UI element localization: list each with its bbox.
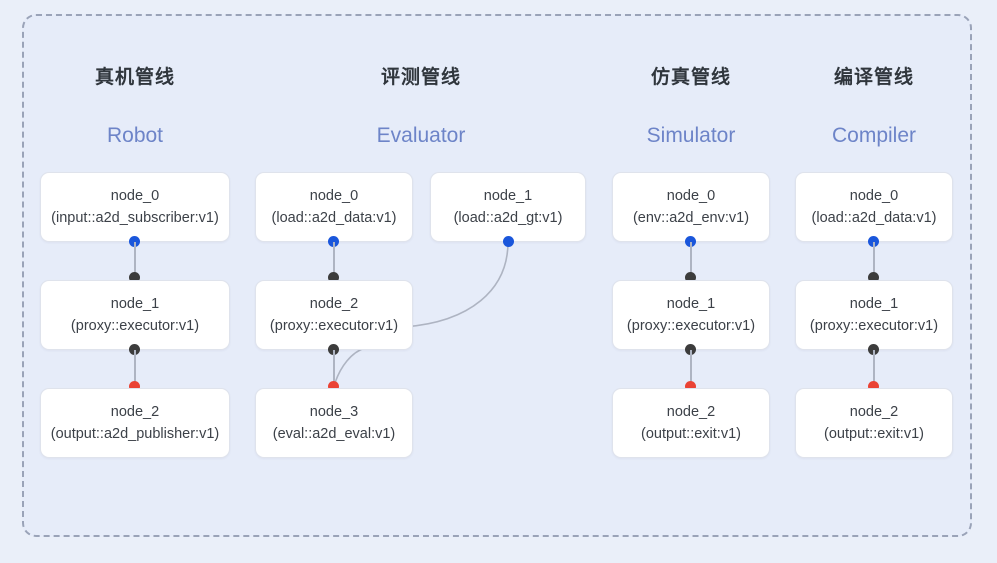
- node-name: node_2: [849, 403, 899, 420]
- edge-simulator-0-1: [689, 242, 692, 278]
- port-out-evaluator-1[interactable]: [503, 236, 514, 247]
- node-name: node_1: [483, 187, 533, 204]
- edge-compiler-0-1: [872, 242, 875, 278]
- port-in-simulator-1[interactable]: [685, 272, 696, 283]
- node-name: node_1: [110, 295, 160, 312]
- node-robot-2[interactable]: node_2 (output::a2d_publisher:v1): [40, 388, 230, 458]
- port-in-robot-2[interactable]: [129, 381, 140, 392]
- node-type: (env::a2d_env:v1): [632, 210, 750, 226]
- node-name: node_1: [666, 295, 716, 312]
- edge-evaluator-0-2: [332, 242, 335, 278]
- port-in-robot-1[interactable]: [129, 272, 140, 283]
- node-type: (proxy::executor:v1): [70, 318, 200, 334]
- node-type: (proxy::executor:v1): [626, 318, 756, 334]
- edge-compiler-1-2: [872, 350, 875, 386]
- port-in-simulator-2[interactable]: [685, 381, 696, 392]
- column-subtitle-evaluator: Evaluator: [376, 124, 466, 147]
- edge-simulator-1-2: [689, 350, 692, 386]
- node-type: (proxy::executor:v1): [269, 318, 399, 334]
- node-type: (output::exit:v1): [824, 426, 924, 442]
- node-name: node_3: [309, 403, 359, 420]
- node-evaluator-2[interactable]: node_2 (proxy::executor:v1): [255, 280, 413, 350]
- node-evaluator-3[interactable]: node_3 (eval::a2d_eval:v1): [255, 388, 413, 458]
- port-out-compiler-0[interactable]: [868, 236, 879, 247]
- node-evaluator-1[interactable]: node_1 (load::a2d_gt:v1): [430, 172, 586, 242]
- node-simulator-1[interactable]: node_1 (proxy::executor:v1): [612, 280, 770, 350]
- node-robot-0[interactable]: node_0 (input::a2d_subscriber:v1): [40, 172, 230, 242]
- edge-robot-0-1: [133, 242, 136, 278]
- node-robot-1[interactable]: node_1 (proxy::executor:v1): [40, 280, 230, 350]
- node-type: (input::a2d_subscriber:v1): [51, 210, 219, 226]
- node-name: node_0: [849, 187, 899, 204]
- column-title-evaluator: 评测管线: [380, 67, 461, 88]
- node-simulator-2[interactable]: node_2 (output::exit:v1): [612, 388, 770, 458]
- node-type: (load::a2d_data:v1): [271, 210, 397, 226]
- node-name: node_0: [666, 187, 716, 204]
- port-out-simulator-1[interactable]: [685, 344, 696, 355]
- node-name: node_2: [110, 403, 160, 420]
- node-name: node_1: [849, 295, 899, 312]
- node-simulator-0[interactable]: node_0 (env::a2d_env:v1): [612, 172, 770, 242]
- port-in-evaluator-3[interactable]: [328, 381, 339, 392]
- node-compiler-2[interactable]: node_2 (output::exit:v1): [795, 388, 953, 458]
- node-name: node_2: [666, 403, 716, 420]
- column-title-robot: 真机管线: [94, 67, 175, 88]
- node-type: (output::a2d_publisher:v1): [50, 426, 220, 442]
- edge-evaluator-2-3: [332, 350, 335, 386]
- column-subtitle-robot: Robot: [106, 124, 164, 147]
- node-type: (output::exit:v1): [641, 426, 741, 442]
- port-out-simulator-0[interactable]: [685, 236, 696, 247]
- column-title-simulator: 仿真管线: [650, 67, 731, 88]
- port-out-robot-1[interactable]: [129, 344, 140, 355]
- port-out-evaluator-0[interactable]: [328, 236, 339, 247]
- port-out-compiler-1[interactable]: [868, 344, 879, 355]
- pipeline-group-frame: [22, 14, 972, 537]
- port-in-compiler-2[interactable]: [868, 381, 879, 392]
- port-in-evaluator-2a[interactable]: [328, 272, 339, 283]
- node-name: node_0: [309, 187, 359, 204]
- column-subtitle-simulator: Simulator: [646, 124, 736, 147]
- node-type: (load::a2d_gt:v1): [453, 210, 563, 226]
- port-in-compiler-1[interactable]: [868, 272, 879, 283]
- node-type: (load::a2d_data:v1): [811, 210, 937, 226]
- edge-robot-1-2: [133, 350, 136, 386]
- node-compiler-1[interactable]: node_1 (proxy::executor:v1): [795, 280, 953, 350]
- node-evaluator-0[interactable]: node_0 (load::a2d_data:v1): [255, 172, 413, 242]
- node-name: node_2: [309, 295, 359, 312]
- node-name: node_0: [110, 187, 160, 204]
- port-out-evaluator-2[interactable]: [328, 344, 339, 355]
- node-compiler-0[interactable]: node_0 (load::a2d_data:v1): [795, 172, 953, 242]
- column-title-compiler: 编译管线: [833, 67, 914, 88]
- port-out-robot-0[interactable]: [129, 236, 140, 247]
- node-type: (eval::a2d_eval:v1): [272, 426, 396, 442]
- column-subtitle-compiler: Compiler: [831, 124, 917, 147]
- node-type: (proxy::executor:v1): [809, 318, 939, 334]
